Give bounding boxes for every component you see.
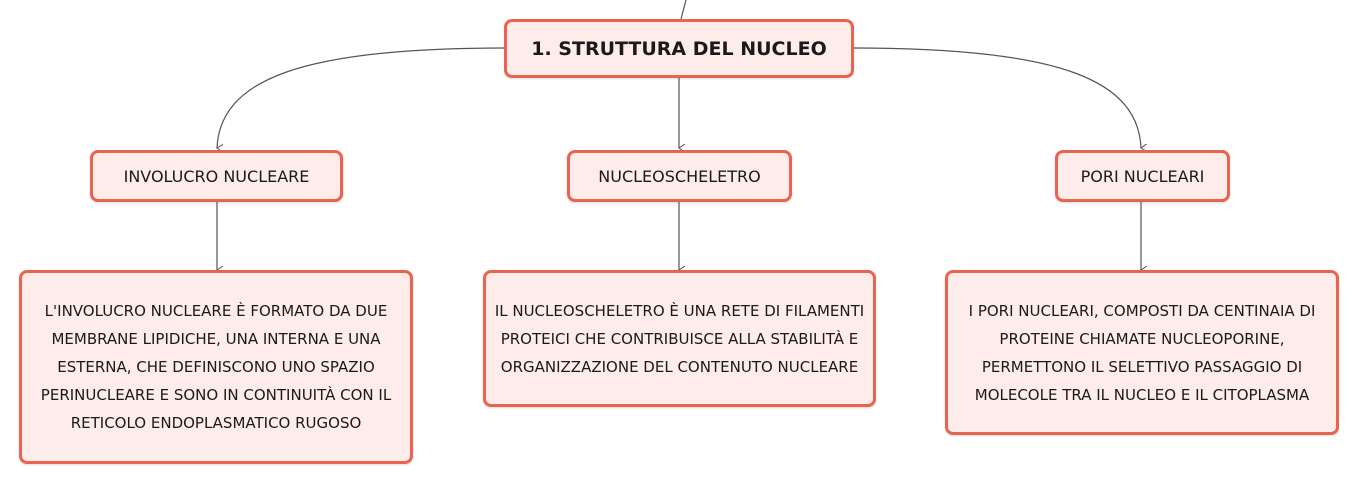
topic-label: NUCLEOSCHELETRO	[598, 166, 761, 186]
connector-root-involucro	[217, 47, 505, 148]
topic-node-nucleoscheletro[interactable]: NUCLEOSCHELETRO	[567, 150, 792, 202]
topic-node-involucro[interactable]: INVOLUCRO NUCLEARE	[90, 150, 343, 202]
connector-root-pori	[853, 47, 1141, 148]
description-text: I PORI NUCLEARI, COMPOSTI DA CENTINAIA D…	[968, 301, 1316, 404]
description-node-involucro[interactable]: L'INVOLUCRO NUCLEARE È FORMATO DA DUE ME…	[19, 270, 413, 464]
topic-label: INVOLUCRO NUCLEARE	[123, 166, 310, 186]
description-text: IL NUCLEOSCHELETRO È UNA RETE DI FILAMEN…	[494, 301, 865, 376]
description-node-pori[interactable]: I PORI NUCLEARI, COMPOSTI DA CENTINAIA D…	[945, 270, 1339, 435]
topic-node-pori[interactable]: PORI NUCLEARI	[1055, 150, 1230, 202]
root-node[interactable]: 1. STRUTTURA DEL NUCLEO	[504, 19, 854, 78]
description-text: L'INVOLUCRO NUCLEARE È FORMATO DA DUE ME…	[40, 302, 392, 432]
description-node-nucleoscheletro[interactable]: IL NUCLEOSCHELETRO È UNA RETE DI FILAMEN…	[483, 270, 876, 407]
topic-label: PORI NUCLEARI	[1080, 166, 1205, 186]
incoming-connector	[680, 0, 687, 20]
root-label: 1. STRUTTURA DEL NUCLEO	[531, 37, 827, 60]
